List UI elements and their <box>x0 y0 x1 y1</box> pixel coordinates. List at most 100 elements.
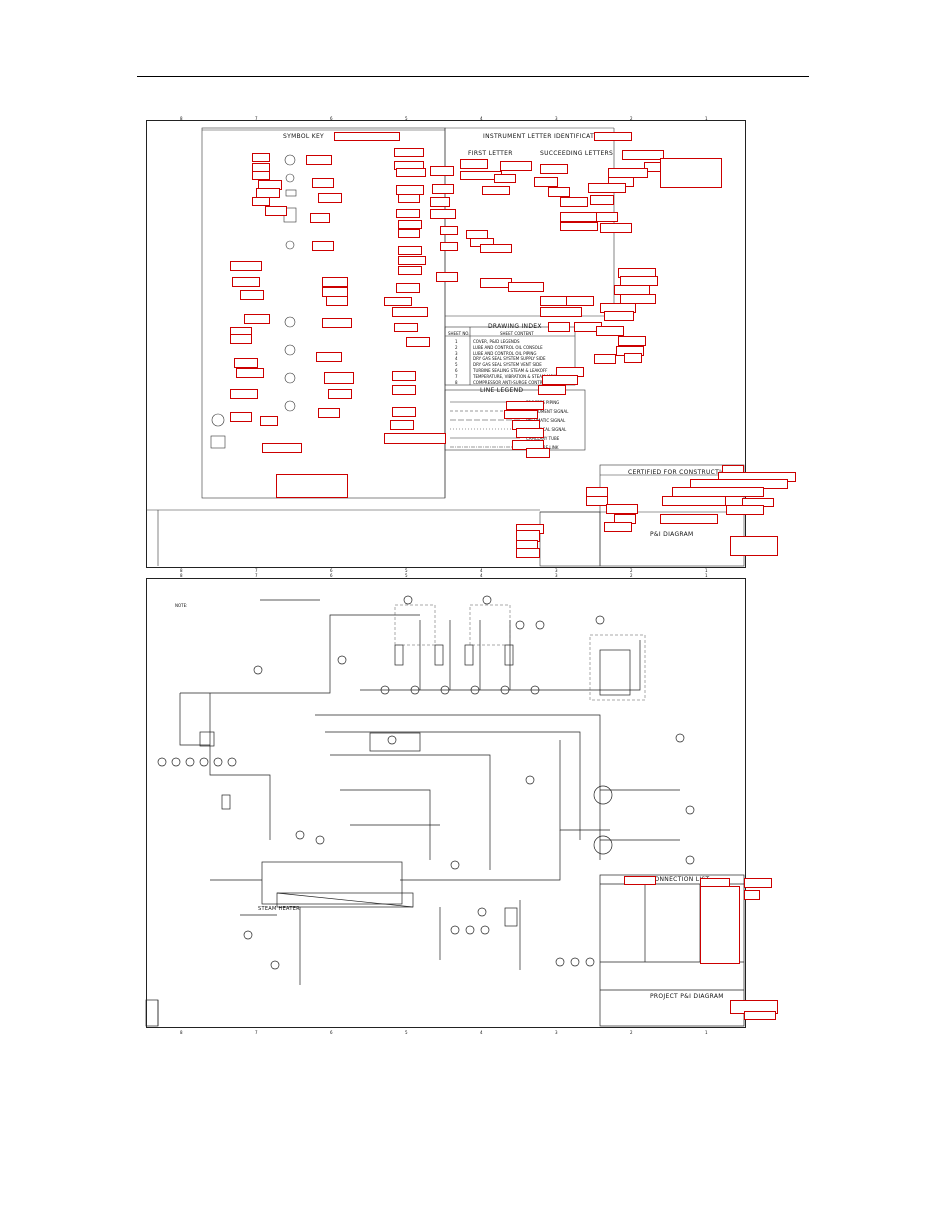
redaction-box <box>440 226 458 235</box>
redaction-box <box>392 385 416 395</box>
line-legend-frame <box>444 389 586 451</box>
certified-title: CERTIFIED FOR CONSTRUCTION <box>628 469 732 476</box>
redaction-box <box>244 314 270 324</box>
zone-number: 2 <box>630 568 633 573</box>
redaction-box <box>744 878 772 888</box>
redaction-box <box>252 171 270 180</box>
redaction-box <box>504 410 538 419</box>
redaction-box <box>230 412 252 422</box>
redaction-box <box>406 337 430 347</box>
note-label: NOTE: <box>175 603 188 608</box>
redaction-box <box>394 323 418 332</box>
zone-number: 8 <box>180 116 183 121</box>
index-row-desc: COVER, P&ID LEGENDS <box>473 339 520 344</box>
redaction-box <box>604 522 632 532</box>
index-header-no: SHEET NO. <box>448 331 470 336</box>
zone-number: 5 <box>405 116 408 121</box>
redaction-box <box>566 296 594 306</box>
redaction-box <box>744 890 760 900</box>
redaction-box <box>538 385 566 395</box>
redaction-box <box>430 166 454 176</box>
zone-number: 6 <box>330 573 333 578</box>
redaction-box <box>596 212 618 222</box>
zone-number: 4 <box>480 568 483 573</box>
redaction-box <box>392 307 428 317</box>
pid-title-bottom: PROJECT P&I DIAGRAM <box>650 993 724 1000</box>
index-row-no: 8 <box>455 379 458 385</box>
redaction-box <box>430 197 450 207</box>
redaction-box <box>480 244 512 253</box>
redaction-box <box>620 294 656 304</box>
succeeding-letters-title: SUCCEEDING LETTERS <box>540 150 614 157</box>
redaction-box <box>540 164 568 174</box>
redaction-box <box>392 407 416 417</box>
line-legend-title: LINE LEGEND <box>480 387 524 394</box>
redaction-box <box>324 372 354 384</box>
redaction-box <box>318 408 340 418</box>
redaction-box <box>560 197 588 207</box>
redaction-box <box>396 209 420 218</box>
connection-list-frame <box>599 874 745 1027</box>
zone-number: 1 <box>705 568 708 573</box>
redaction-box <box>306 155 332 165</box>
redaction-box <box>540 296 568 306</box>
redaction-box <box>662 496 726 506</box>
redaction-box <box>390 420 414 430</box>
redaction-box <box>526 448 550 458</box>
line-legend-label: PNEUMATIC SIGNAL <box>526 418 566 423</box>
redaction-box <box>318 193 342 203</box>
redaction-box <box>516 548 540 558</box>
redaction-box <box>506 401 544 410</box>
drawing-index-frame <box>444 326 576 386</box>
redaction-box <box>230 334 252 344</box>
zone-number: 4 <box>480 1030 483 1035</box>
redaction-box <box>398 266 422 275</box>
zone-number: 7 <box>255 1030 258 1035</box>
index-row-no: 4 <box>455 356 458 362</box>
zone-number: 8 <box>180 573 183 578</box>
steam-heater-symbol <box>276 892 414 908</box>
redaction-box <box>726 505 764 515</box>
index-row-no: 5 <box>455 362 458 368</box>
redaction-box <box>322 318 352 328</box>
redaction-box <box>590 195 614 205</box>
redaction-box <box>660 514 718 524</box>
redaction-box <box>508 282 544 292</box>
redaction-box <box>624 876 656 885</box>
redaction-box <box>500 161 532 171</box>
zone-number: 7 <box>255 116 258 121</box>
index-row-desc: TEMPERATURE, VIBRATION & STEAM MONITORIN… <box>473 373 574 379</box>
zone-number: 6 <box>330 1030 333 1035</box>
redaction-box <box>432 184 454 194</box>
redaction-box <box>240 290 264 300</box>
redaction-box <box>588 183 626 193</box>
index-row-desc: LUBE AND CONTROL OIL PIPING <box>473 350 537 356</box>
index-row-no: 1 <box>455 339 458 344</box>
redaction-box <box>312 241 334 251</box>
redaction-box <box>326 296 348 306</box>
redaction-box <box>398 256 426 265</box>
redaction-box <box>322 277 348 287</box>
redaction-box <box>310 213 330 223</box>
zone-number: 4 <box>480 116 483 121</box>
redaction-box <box>398 229 420 238</box>
redaction-box <box>548 187 570 197</box>
zone-number: 8 <box>180 568 183 573</box>
symbol-key-title: SYMBOL KEY <box>283 133 325 140</box>
line-legend-label: CAPILLARY TUBE <box>526 436 560 441</box>
redaction-box <box>265 206 287 216</box>
redaction-box <box>236 368 264 378</box>
index-row-desc: LUBE AND CONTROL OIL CONSOLE <box>473 344 543 350</box>
redaction-box <box>384 297 412 306</box>
redaction-box <box>334 132 400 141</box>
zone-number: 3 <box>555 116 558 121</box>
zone-number: 4 <box>480 573 483 578</box>
zone-number: 3 <box>555 568 558 573</box>
zone-number: 3 <box>555 1030 558 1035</box>
steam-heater-label: STEAM HEATER <box>258 906 300 912</box>
zone-number: 6 <box>330 116 333 121</box>
zone-number: 1 <box>705 116 708 121</box>
bottom-sheet <box>146 578 746 1028</box>
zone-number: 7 <box>255 568 258 573</box>
